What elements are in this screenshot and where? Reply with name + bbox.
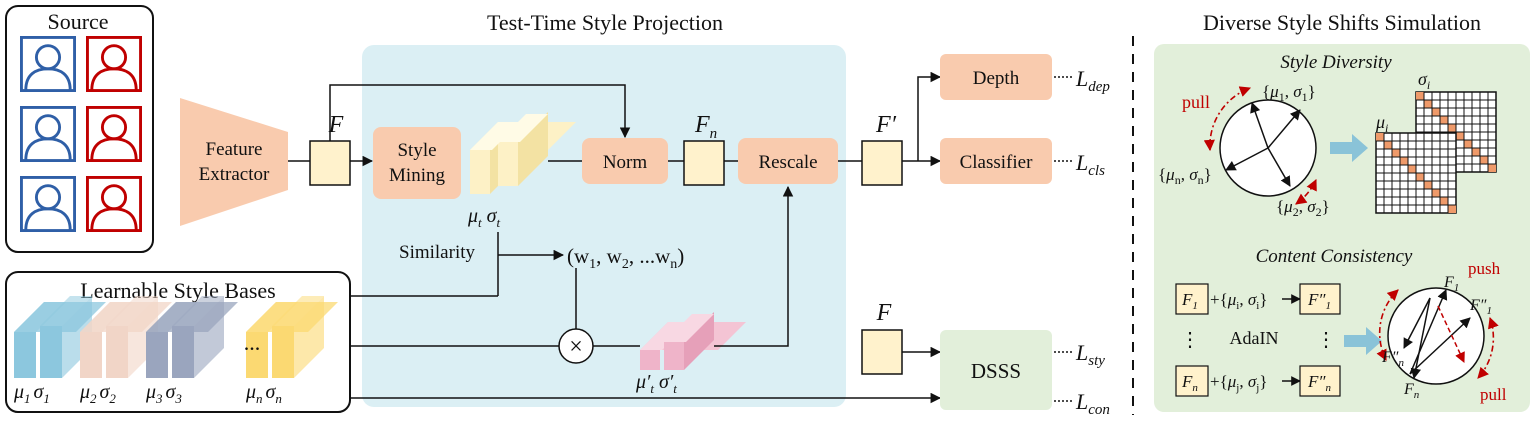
Fnpp-label: F″n bbox=[1307, 372, 1331, 394]
Fn-label: Fn bbox=[694, 112, 717, 142]
feature-extractor: Feature Extractor bbox=[180, 98, 288, 226]
loss-sty: Lsty bbox=[1075, 340, 1105, 369]
Fn-style: +{μj, σj} bbox=[1210, 372, 1267, 394]
source-title: Source bbox=[47, 9, 108, 34]
dsss-title: Diverse Style Shifts Simulation bbox=[1203, 10, 1481, 35]
weights-label: (w1, w2, ...wn) bbox=[567, 244, 684, 272]
content-consistency-circle bbox=[1376, 287, 1499, 385]
loss-con: Lcon bbox=[1075, 389, 1110, 418]
source-face-icon bbox=[86, 106, 142, 162]
pull-label-2: pull bbox=[1480, 385, 1507, 404]
rescale-label: Rescale bbox=[758, 152, 817, 173]
adain-label: AdaIN bbox=[1230, 328, 1279, 348]
style-diversity-arrow bbox=[1330, 134, 1368, 162]
style-mu1-label: {μ1, σ1} bbox=[1262, 82, 1316, 104]
F-label: F bbox=[328, 112, 344, 138]
F1pp-label: F″1 bbox=[1307, 290, 1331, 312]
F1-box bbox=[1175, 283, 1209, 315]
F-prime-box bbox=[861, 140, 903, 186]
feature-extractor-label-1: Feature bbox=[206, 139, 263, 160]
source-face-icon bbox=[20, 106, 76, 162]
F-box bbox=[309, 140, 351, 186]
depth-head bbox=[940, 54, 1052, 100]
source-panel: Source bbox=[5, 5, 154, 253]
depth-label: Depth bbox=[973, 68, 1020, 89]
norm-label: Norm bbox=[603, 152, 648, 173]
similarity-label: Similarity bbox=[399, 242, 476, 263]
source-face-icon bbox=[20, 176, 76, 232]
pull-label-1: pull bbox=[1182, 92, 1210, 112]
classifier-label: Classifier bbox=[960, 152, 1033, 173]
mu-grid bbox=[1375, 132, 1457, 214]
style-mining-label-1: Style bbox=[397, 140, 436, 161]
style-diversity-title: Style Diversity bbox=[1280, 52, 1392, 73]
vdots-left: ⋮ bbox=[1180, 329, 1200, 351]
ttsp-title: Test-Time Style Projection bbox=[487, 10, 723, 35]
style-mining-label-2: Mining bbox=[389, 165, 445, 186]
Fn-box bbox=[683, 140, 725, 186]
vdots-right: ⋮ bbox=[1316, 329, 1336, 351]
classifier-head bbox=[940, 138, 1052, 184]
Fn-box-right bbox=[1175, 365, 1209, 397]
F-dsss-box bbox=[861, 329, 903, 375]
Fnpp-box bbox=[1299, 365, 1341, 397]
ttsp-panel bbox=[362, 45, 846, 407]
loss-cls: Lcls bbox=[1075, 150, 1105, 179]
bases-ellipsis: ... bbox=[244, 330, 261, 355]
loss-dep: Ldep bbox=[1075, 66, 1110, 95]
norm-box bbox=[582, 138, 668, 184]
source-face-icon bbox=[20, 36, 76, 92]
sigma-i-label: σi bbox=[1418, 69, 1430, 92]
F1-style: +{μi, σi} bbox=[1210, 290, 1267, 312]
style-diversity-circle bbox=[1203, 86, 1317, 205]
target-style-bars bbox=[470, 112, 576, 194]
dsss-label: DSSS bbox=[971, 359, 1021, 383]
feature-extractor-label-2: Extractor bbox=[199, 164, 270, 185]
dsss-block bbox=[940, 330, 1052, 410]
style-mu2-label: {μ2, σ2} bbox=[1276, 197, 1330, 219]
rescale-box bbox=[738, 138, 838, 184]
source-face-icon bbox=[86, 36, 142, 92]
multiply-symbol: × bbox=[569, 334, 583, 360]
style-bases-title: Learnable Style Bases bbox=[80, 278, 276, 303]
content-consistency-title: Content Consistency bbox=[1256, 246, 1413, 267]
mu-i-label: μi bbox=[1375, 112, 1388, 135]
style-mun-label: {μn, σn} bbox=[1158, 165, 1212, 187]
cc-F1pp-label: F″1 bbox=[1469, 297, 1492, 317]
F1pp-box bbox=[1299, 283, 1341, 315]
content-consistency-arrow bbox=[1344, 327, 1382, 355]
push-label: push bbox=[1468, 259, 1501, 278]
projected-style-bars bbox=[640, 312, 746, 370]
F-dsss-label: F bbox=[876, 300, 892, 326]
style-mining-box bbox=[373, 127, 461, 199]
source-face-icon bbox=[86, 176, 142, 232]
F-prime-label: F′ bbox=[875, 112, 897, 138]
